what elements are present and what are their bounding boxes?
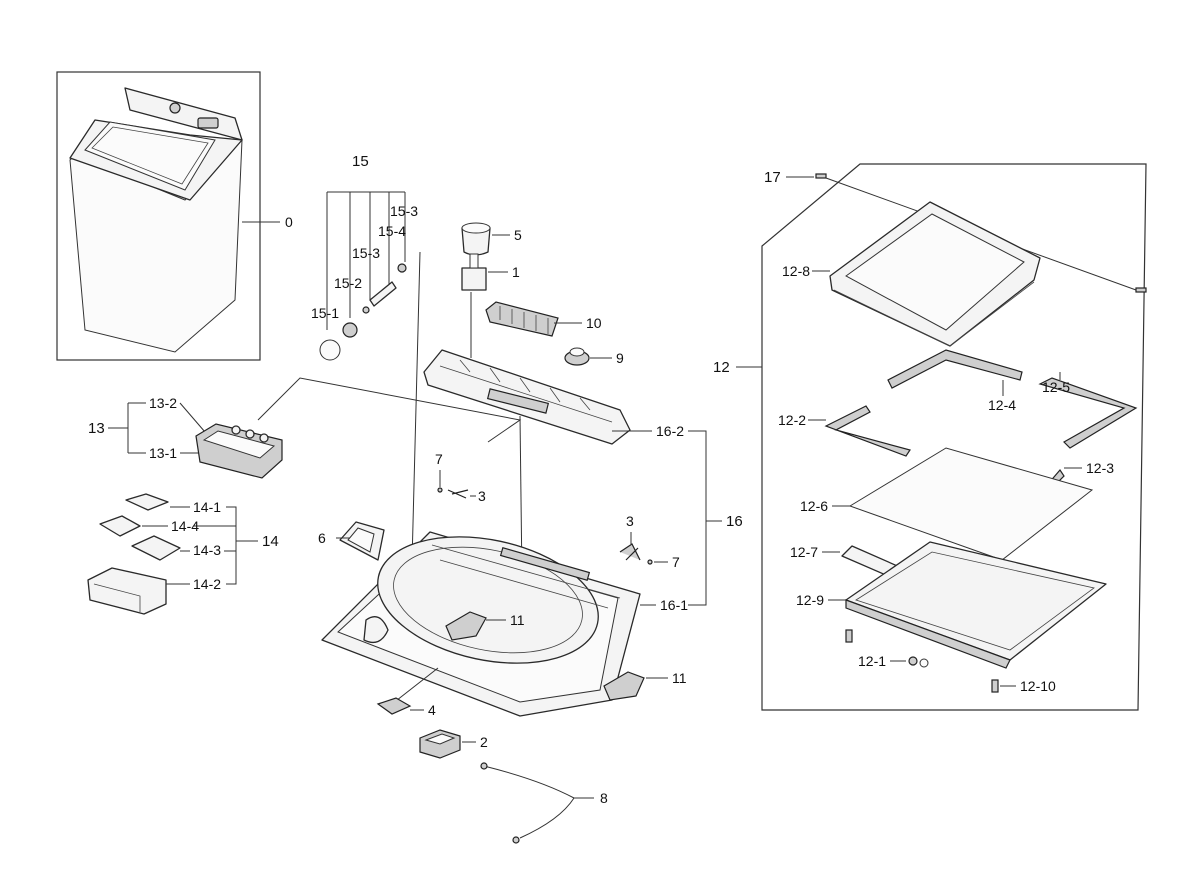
drawer-insert-14-4 <box>99 515 141 537</box>
label-15-2: 15-2 <box>334 275 362 291</box>
label-4: 4 <box>428 702 436 718</box>
hinge-assembly-15: 15 15-3 15-4 15-3 15-2 15-1 <box>311 153 418 361</box>
label-3-right: 3 <box>626 513 634 529</box>
label-12-2: 12-2 <box>778 412 806 428</box>
label-15-4: 15-4 <box>378 223 406 239</box>
label-3-left: 3 <box>478 488 486 504</box>
label-16-1: 16-1 <box>660 597 688 613</box>
washer-overview-frame <box>56 71 261 361</box>
label-9: 9 <box>616 350 624 366</box>
label-0: 0 <box>285 214 293 230</box>
label-13-1: 13-1 <box>149 445 177 461</box>
label-12-8: 12-8 <box>782 263 810 279</box>
dispenser-assembly-13: 13 13-2 13-1 <box>88 395 283 479</box>
hinge-bushing-15-2 <box>342 322 358 338</box>
lid-lock-11-inner: 11 <box>445 611 525 641</box>
part-10-connector: 10 <box>485 301 602 337</box>
label-12-9: 12-9 <box>796 592 824 608</box>
hinge-pin-15-4 <box>369 281 397 307</box>
spring-3-right: 3 <box>619 513 641 561</box>
lid-lock-11-outer: 11 <box>603 670 687 701</box>
part-4-latch: 4 <box>376 667 439 718</box>
drawer-insert-14-3 <box>131 535 181 561</box>
label-8: 8 <box>600 790 608 806</box>
screw-7-left: 7 <box>435 451 443 493</box>
label-14-3: 14-3 <box>193 542 221 558</box>
label-12-7: 12-7 <box>790 544 818 560</box>
label-16: 16 <box>726 513 743 530</box>
label-15-3-top: 15-3 <box>390 203 418 219</box>
label-7-right: 7 <box>672 554 680 570</box>
lid-assembly-frame <box>761 163 1147 711</box>
part-1-switch: 1 <box>461 253 520 358</box>
lid-rail-12-5 <box>1038 377 1138 449</box>
label-11-inner: 11 <box>510 612 525 628</box>
wire-harness-8: 8 <box>480 762 608 844</box>
label-12-10: 12-10 <box>1020 678 1056 694</box>
label-17: 17 <box>764 169 781 186</box>
label-13: 13 <box>88 420 105 437</box>
label-7-left: 7 <box>435 451 443 467</box>
bracket-16: 16 <box>688 430 743 606</box>
spring-3-left: 3 <box>447 488 486 504</box>
part-2-module: 2 <box>419 729 488 759</box>
lid-rail-12-4 <box>887 349 1023 389</box>
label-12-5: 12-5 <box>1042 379 1070 395</box>
label-10: 10 <box>586 315 602 331</box>
label-5: 5 <box>514 227 522 243</box>
label-12-1: 12-1 <box>858 653 886 669</box>
part-5-cap: 5 <box>461 222 522 256</box>
part-9-sensor: 9 <box>564 347 624 366</box>
drawer-14-2 <box>87 567 167 615</box>
lid-glass-12-6 <box>848 447 1094 561</box>
label-15: 15 <box>352 153 369 170</box>
washer-overview: 0 <box>56 71 293 361</box>
label-13-2: 13-2 <box>149 395 177 411</box>
lid-stop-left <box>845 629 853 643</box>
lid-assembly-12: 12 17 12-8 12-4 12-5 12-2 12-3 12-6 <box>713 163 1147 711</box>
label-11-outer: 11 <box>672 670 687 686</box>
screw-7-right: 7 <box>647 554 680 570</box>
dispenser-drawers-14: 14-1 14-4 14-3 14-2 14 <box>87 493 279 615</box>
drawer-cap-14-1 <box>125 493 169 511</box>
label-14-4: 14-4 <box>171 518 199 534</box>
label-2: 2 <box>480 734 488 750</box>
label-12-4: 12-4 <box>988 397 1016 413</box>
label-12-3: 12-3 <box>1086 460 1114 476</box>
label-14-2: 14-2 <box>193 576 221 592</box>
label-1: 1 <box>512 264 520 280</box>
label-15-1: 15-1 <box>311 305 339 321</box>
label-16-2: 16-2 <box>656 423 684 439</box>
bleach-cup-6: 6 <box>318 521 385 561</box>
lid-rail-12-2 <box>824 405 911 457</box>
label-14: 14 <box>262 533 279 550</box>
label-12: 12 <box>713 359 730 376</box>
label-6: 6 <box>318 530 326 546</box>
label-14-1: 14-1 <box>193 499 221 515</box>
label-12-6: 12-6 <box>800 498 828 514</box>
control-housing-16-2: 16-2 <box>423 349 684 581</box>
hinge-cap-15-1 <box>319 339 341 361</box>
label-15-3-mid: 15-3 <box>352 245 380 261</box>
